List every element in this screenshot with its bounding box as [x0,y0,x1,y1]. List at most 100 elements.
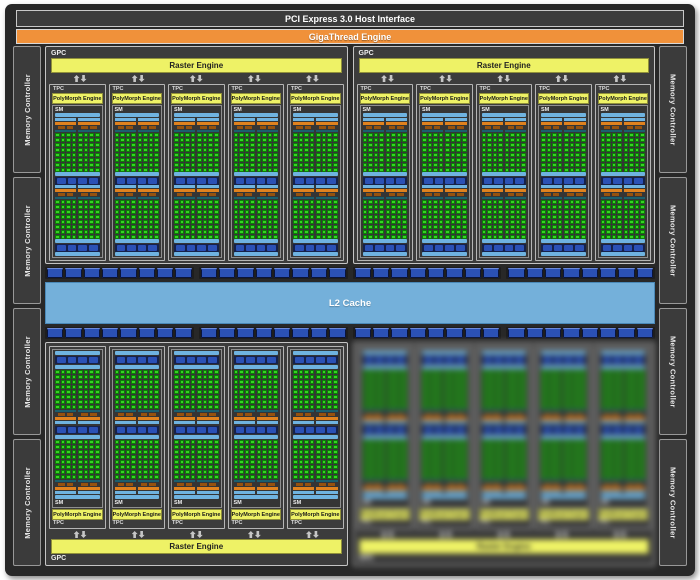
shared-memory-bar [481,351,526,355]
up-arrow-icon [555,75,562,82]
cuda-core [368,147,373,152]
cuda-core [373,142,379,147]
register-file-bar [174,410,196,413]
cuda-core [546,405,552,410]
cuda-core [233,142,239,147]
cuda-core [445,405,450,410]
cuda-core [541,142,546,147]
cuda-core [552,132,557,137]
cuda-core [267,380,273,385]
texture-unit [623,426,633,433]
cuda-core [143,132,148,137]
cuda-core [606,385,611,390]
cuda-core [120,234,125,239]
texture-unit [543,177,552,184]
cuda-core [623,395,629,400]
dispatch-unit [544,482,551,486]
cuda-core [450,400,456,405]
cuda-core [316,157,321,162]
cuda-core [427,157,433,162]
cuda-core [362,219,368,224]
cuda-core [427,229,433,234]
cuda-core [515,204,521,209]
cuda-core [575,162,580,167]
bus-segment [464,268,481,278]
texture-unit-row [362,356,407,365]
register-file-bar [504,129,526,132]
cuda-core [564,137,569,142]
shared-bar [481,434,526,439]
cuda-core [498,380,503,385]
sm-half [293,439,338,494]
cuda-core [600,224,606,229]
cuda-core [78,449,83,454]
shared-memory-bar [233,351,278,355]
cuda-core [327,219,332,224]
cuda-core [552,469,557,474]
texture-unit [305,426,315,433]
dispatch-unit [507,192,515,196]
dispatch-units [174,192,195,196]
down-arrow-icon [562,531,569,538]
cuda-core [580,474,586,479]
down-arrow-icon [312,75,319,82]
down-arrow-icon [138,531,145,538]
cuda-core [433,459,438,464]
cuda-core [114,459,120,464]
register-file-bar [600,129,622,132]
cuda-core [564,162,569,167]
cuda-core [481,444,487,449]
dispatch-units [564,413,585,417]
instruction-buffer-bar [504,117,526,121]
cuda-core [552,405,557,410]
texture-unit [553,244,563,251]
cuda-core [391,375,396,380]
sm-processing-block [362,117,384,172]
cuda-core [148,162,154,167]
cuda-core [66,385,71,390]
cuda-core [438,219,444,224]
cuda-core [640,199,645,204]
sm-half [114,117,159,172]
cuda-core [623,370,629,375]
cuda-core [190,385,196,390]
register-file-bar [316,196,338,199]
dispatch-unit [493,413,500,417]
cuda-core [402,157,407,162]
cuda-core [143,459,148,464]
cuda-core [78,400,83,405]
cuda-core [611,469,617,474]
texture-unit [574,426,584,433]
cuda-core [481,390,487,395]
dispatch-unit [567,125,574,129]
cuda-core [456,474,461,479]
cuda-core [611,167,617,172]
cuda-core [298,219,304,224]
cuda-core [120,147,125,152]
dispatch-units [138,482,159,486]
cuda-core [78,199,83,204]
cuda-core [461,137,467,142]
cuda-core [379,385,384,390]
cuda-core [362,444,368,449]
texture-unit-row [55,356,100,365]
cuda-core [120,375,125,380]
cuda-core [368,157,373,162]
cuda-core [606,380,611,385]
cuda-core [190,474,196,479]
dispatch-unit [149,413,156,417]
cuda-core [379,229,384,234]
cuda-core [131,400,136,405]
cuda-core [120,444,125,449]
texture-unit-row [422,356,467,365]
shared-memory-bar [422,252,467,256]
cuda-core [174,229,179,234]
cuda-core [267,132,273,137]
dispatch-unit [626,413,634,417]
cuda-core [78,385,83,390]
cuda-core [239,147,244,152]
cuda-core [461,439,467,444]
dispatch-unit [516,482,523,486]
cuda-core [174,204,179,209]
cuda-core [391,229,396,234]
